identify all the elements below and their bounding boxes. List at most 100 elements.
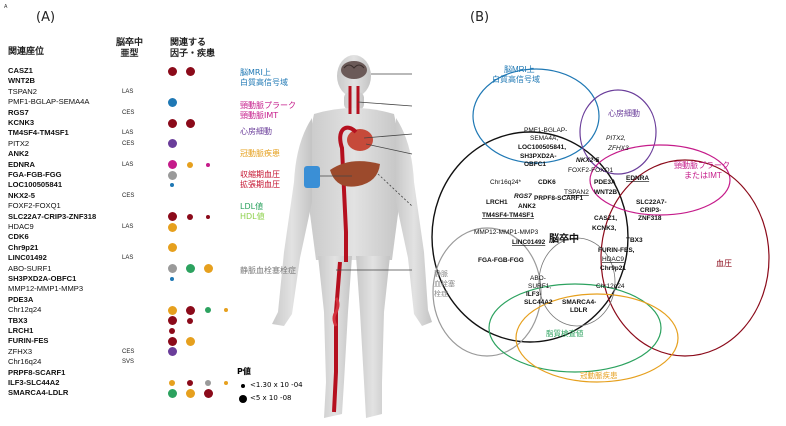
- legend-large-dot: [239, 395, 247, 403]
- association-dot-bp: [203, 388, 213, 398]
- venn-gene-cdk6: CDK6: [538, 179, 556, 186]
- venn-title-lipid: 脂質検査値: [546, 328, 584, 338]
- venn-gene-lrch1: LRCH1: [486, 199, 508, 206]
- association-dot-bp: [169, 328, 175, 334]
- trait-bp-line1: 収縮期血圧: [240, 170, 280, 179]
- gene-name: EDNRA: [8, 159, 36, 169]
- gene-name: ANK2: [8, 149, 29, 159]
- subtype-header-line2: 亜型: [120, 49, 139, 59]
- gene-subtype: CES: [122, 109, 135, 116]
- heart-graphic: [347, 129, 373, 151]
- venn-gene-wnt2b: WNT2B: [594, 189, 617, 196]
- venn-gene-ednra: EDNRA: [626, 175, 649, 182]
- venn-title-carotid-1: 頸動脈プラーク: [674, 160, 730, 170]
- association-dot-cad: [167, 222, 177, 232]
- venn-gene-pmf1-1: PMF1-BGLAP-: [524, 127, 567, 134]
- trait-bp-line2: 拡張期血圧: [240, 180, 280, 189]
- bp-cuff: [304, 166, 320, 188]
- gene-subtype: CES: [122, 192, 135, 199]
- trait-hdl: HDL値: [240, 212, 265, 221]
- gene-name: PITX2: [8, 138, 30, 148]
- venn-gene-ank2: ANK2: [518, 203, 536, 210]
- gene-name: TM4SF4-TM4SF1: [8, 128, 69, 138]
- venn-title-brain-2: 白質高信号域: [492, 74, 540, 84]
- venn-gene-tspan2: TSPAN2: [564, 189, 589, 196]
- association-dot-cad: [187, 161, 193, 168]
- venn-gene-chr12: Chr12q24: [596, 283, 625, 290]
- panel-b-title: (B): [470, 10, 490, 25]
- gene-subtype: CES: [122, 140, 135, 147]
- association-dot-cad: [169, 380, 175, 386]
- association-dot-bp: [185, 118, 195, 128]
- gene-name: SH3PXD2A-OBFC1: [8, 274, 77, 283]
- venn-af-circle: [579, 89, 657, 175]
- gene-name: Chr16q24: [8, 357, 42, 367]
- gene-subtype: LAS: [122, 161, 134, 168]
- venn-gene-rgs7: RGS7: [514, 193, 532, 200]
- venn-gene-smarca-2: LDLR: [570, 307, 588, 314]
- gene-name: KCNK3: [8, 118, 35, 127]
- subtype-header: 脳卒中 亜型: [116, 38, 143, 60]
- trait-ldl: LDL値: [240, 202, 264, 211]
- venn-gene-chr9: Chr9p21: [600, 265, 626, 272]
- liver-graphic: [330, 161, 380, 187]
- body-silhouette: [272, 55, 432, 418]
- association-dot-cad: [185, 388, 195, 398]
- venn-gene-slc-2: CRIP3-: [640, 207, 661, 214]
- trait-carotid: 頸動脈プラーク 頸動脈IMT: [240, 101, 296, 121]
- trait-carotid-line2: 頸動脈IMT: [240, 111, 279, 120]
- gene-name: FURIN-FES: [8, 336, 49, 346]
- gene-name: TBX3: [8, 315, 28, 325]
- gene-name: ILF3-SLC44A2: [8, 378, 60, 387]
- gene-name: ABO-SURF1: [8, 263, 52, 273]
- gene-subtype: LAS: [122, 224, 134, 230]
- gene-name: RGS7: [8, 107, 29, 117]
- venn-gene-abo-2: SURF1,: [528, 283, 551, 290]
- venn-gene-slc-1: SLC22A7-: [636, 199, 667, 206]
- venn-brain-mri-circle: [472, 68, 600, 164]
- trait-carotid-line1: 頸動脈プラーク: [240, 101, 296, 110]
- gene-name: NKX2-5: [8, 190, 36, 200]
- association-dot-bp: [167, 212, 177, 222]
- gene-name: PMF1-BGLAP-SEMA4A: [8, 97, 90, 107]
- association-dot-brain_mri: [170, 183, 174, 188]
- association-dot-cad: [224, 381, 228, 385]
- trait-brain-mri-line2: 白質高信号域: [240, 78, 288, 87]
- venn-title-stroke: 脳卒中: [549, 232, 579, 245]
- gene-name: Chr9p21: [8, 242, 39, 252]
- association-dot-bp: [206, 214, 210, 219]
- association-dot-ldl: [185, 264, 195, 274]
- venn-title-carotid-2: またはIMT: [684, 171, 722, 180]
- association-dot-bp: [167, 66, 177, 76]
- association-dot-bp: [187, 380, 193, 386]
- venn-gene-loc: LOC100505841,: [518, 144, 566, 151]
- gene-subtype: LAS: [122, 88, 134, 95]
- subtype-header-line1: 脳卒中: [116, 38, 144, 48]
- venn-title-bp: 血圧: [716, 258, 732, 268]
- gene-name: SLC22A7-CRIP3-ZNF318: [8, 211, 97, 221]
- venn-gene-furin: FURIN-FES,: [598, 247, 635, 254]
- venn-stroke-circle: [431, 131, 629, 343]
- venn-gene-casz1: CASZ1,: [594, 215, 617, 222]
- gene-name: PDE3A: [8, 294, 34, 304]
- gene-name: Chr12q24: [8, 305, 42, 315]
- gene-name: CASZ1: [8, 66, 33, 75]
- trait-vte: 静脈血栓塞栓症: [240, 266, 296, 275]
- venn-gene-prpf8: PRPF8-SCARF1: [534, 195, 584, 202]
- corner-label: A: [4, 4, 8, 10]
- panel-a-title: (A): [36, 10, 56, 25]
- venn-inner-circle: [538, 237, 616, 327]
- venn-gene-fga: FGA-FGB-FGG: [478, 257, 524, 264]
- association-dot-brain_mri: [170, 277, 174, 281]
- gene-name: FGA-FGB-FGG: [8, 170, 62, 179]
- gene-name: LINC01492: [8, 253, 47, 263]
- association-dot-cad: [203, 264, 213, 274]
- trait-bp: 収縮期血圧 拡張期血圧: [240, 170, 280, 190]
- association-dot-bp: [187, 213, 193, 220]
- association-dot-bp: [185, 305, 195, 315]
- gene-name: SMARCA4-LDLR: [8, 388, 69, 398]
- venn-gene-hdac9: HDAC9: [602, 256, 624, 263]
- venn-gene-pitx2: PITX2,: [606, 135, 626, 142]
- venn-diagram: 脳MRI上 白質高信号域 心房細動 頸動脈プラーク またはIMT 血圧 脳卒中 …: [431, 64, 770, 383]
